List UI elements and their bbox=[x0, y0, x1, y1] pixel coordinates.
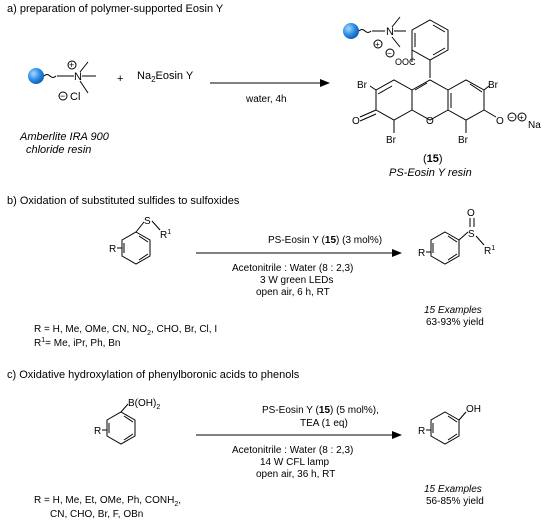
catalyst-c: PS-Eosin Y (15) (5 mol%), bbox=[262, 405, 379, 416]
atom-n: N bbox=[386, 26, 394, 38]
amberlite-resin-structure: N + − Cl bbox=[28, 60, 96, 103]
catalyst-b: PS-Eosin Y (15) (3 mol%) bbox=[268, 235, 382, 246]
charge-plus: + bbox=[69, 60, 74, 70]
reaction-arrow-a bbox=[210, 79, 330, 87]
phenol-structure: R OH bbox=[418, 404, 481, 445]
condition-a: water, 4h bbox=[245, 94, 287, 105]
plus-sign: + bbox=[117, 73, 123, 85]
examples-c: 15 Examples bbox=[424, 484, 482, 495]
atom-r: R bbox=[418, 248, 425, 259]
atom-o-bridge: O bbox=[426, 116, 434, 127]
condition-c-line3: open air, 36 h, RT bbox=[256, 469, 335, 480]
charge-plus: + bbox=[519, 113, 524, 122]
atom-o: O bbox=[467, 208, 475, 219]
examples-b: 15 Examples bbox=[424, 305, 482, 316]
atom-br-left-top: Br bbox=[357, 80, 368, 91]
atom-r1: R1 bbox=[160, 229, 171, 241]
r-groups-c-line1: R = H, Me, Et, OMe, Ph, CONH2, bbox=[34, 495, 181, 508]
atom-r: R bbox=[418, 426, 425, 437]
resin-label-line1: Amberlite IRA 900 bbox=[19, 131, 110, 143]
section-b-title: b) Oxidation of substituted sulfides to … bbox=[7, 195, 240, 207]
resin-label-line2: chloride resin bbox=[26, 144, 91, 156]
reaction-arrow-b bbox=[196, 249, 402, 257]
ps-eosin-y-structure: N + − OOC O Br Br Br Br O bbox=[343, 16, 541, 146]
yield-b: 63-93% yield bbox=[426, 317, 484, 328]
atom-r: R bbox=[109, 244, 116, 255]
polymer-bead-icon bbox=[343, 23, 359, 39]
atom-n: N bbox=[74, 71, 82, 83]
condition-b-line3: open air, 6 h, RT bbox=[256, 287, 330, 298]
product-number: (15) bbox=[423, 153, 443, 165]
sulfide-structure: R S R1 bbox=[109, 216, 171, 265]
reagent-na2-eosin: Na2Eosin Y bbox=[137, 70, 194, 84]
charge-minus: − bbox=[60, 91, 65, 101]
carboxylate-label: OOC bbox=[395, 57, 416, 67]
condition-c-line1: Acetonitrile : Water (8 : 2,3) bbox=[232, 445, 353, 456]
charge-minus: − bbox=[509, 113, 514, 122]
atom-br-right-bottom: Br bbox=[458, 135, 469, 146]
phenylboronic-acid-structure: R B(OH)2 bbox=[94, 398, 160, 445]
atom-o-phenoxide: O bbox=[496, 116, 504, 127]
atom-na: Na bbox=[528, 120, 541, 131]
atom-cl: Cl bbox=[70, 91, 80, 103]
charge-plus: + bbox=[375, 40, 380, 49]
atom-boronic-acid: B(OH)2 bbox=[128, 398, 160, 411]
section-a-title: a) preparation of polymer-supported Eosi… bbox=[7, 3, 224, 15]
condition-c-line2: 14 W CFL lamp bbox=[260, 457, 330, 468]
section-c-title: c) Oxidative hydroxylation of phenylboro… bbox=[7, 369, 300, 381]
atom-oh: OH bbox=[466, 404, 481, 415]
condition-b-line2: 3 W green LEDs bbox=[260, 275, 333, 286]
atom-br-right-top: Br bbox=[488, 80, 499, 91]
atom-r: R bbox=[94, 426, 101, 437]
atom-r1: R1 bbox=[484, 245, 495, 257]
atom-s: S bbox=[144, 216, 151, 227]
condition-b-line1: Acetonitrile : Water (8 : 2,3) bbox=[232, 263, 353, 274]
sulfoxide-structure: R S O R1 bbox=[418, 208, 495, 265]
yield-c: 56-85% yield bbox=[426, 496, 484, 507]
polymer-bead-icon bbox=[28, 68, 44, 84]
atom-br-left-bottom: Br bbox=[386, 135, 397, 146]
product-name: PS-Eosin Y resin bbox=[389, 167, 472, 179]
r-groups-b: R = H, Me, OMe, CN, NO2, CHO, Br, Cl, I bbox=[34, 324, 217, 337]
reaction-arrow-c bbox=[196, 431, 402, 439]
r1-groups-b: R1= Me, iPr, Ph, Bn bbox=[34, 337, 120, 349]
atom-s: S bbox=[468, 229, 475, 240]
r-groups-c-line2: CN, CHO, Br, F, OBn bbox=[50, 509, 143, 520]
base-c: TEA (1 eq) bbox=[300, 418, 348, 429]
atom-o-ketone: O bbox=[352, 116, 360, 127]
charge-minus: − bbox=[387, 49, 392, 58]
